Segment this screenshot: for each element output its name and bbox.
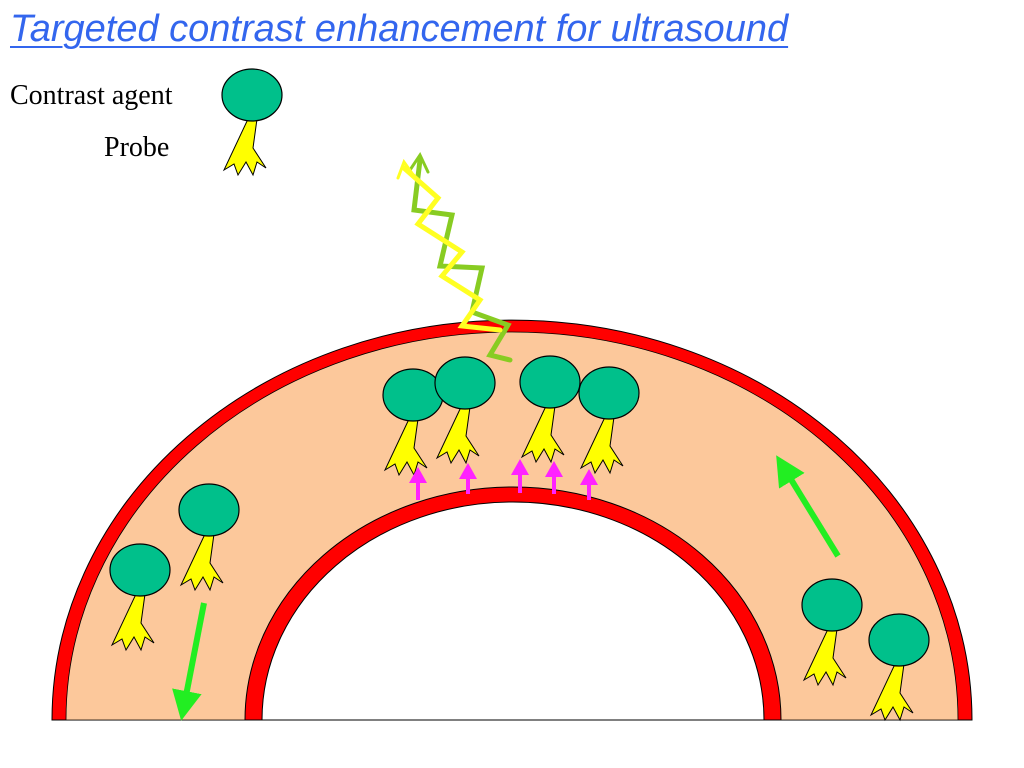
echo-wave-yellow — [401, 165, 503, 333]
binding-arrow-icon — [409, 467, 427, 500]
flow-arrow-up-icon — [776, 455, 841, 558]
flow-arrow-down-icon — [172, 602, 207, 721]
binding-arrow-icon — [580, 469, 598, 500]
legend-contrast-agent-icon — [221, 68, 283, 176]
echo-wave-yellow-head — [396, 158, 416, 180]
binding-arrow-icon — [511, 459, 529, 493]
binding-arrow-icon — [545, 461, 563, 494]
binding-arrow-icon — [459, 463, 477, 494]
legend-contrast-agent-label: Contrast agent — [10, 80, 173, 111]
slide-title: Targeted contrast enhancement for ultras… — [10, 8, 789, 50]
binding-arrows-group — [409, 459, 598, 500]
legend-probe-label: Probe — [104, 132, 170, 163]
vessel-inner-space — [261, 501, 765, 721]
echo-wave-green-head — [408, 151, 430, 174]
ultrasound-echo-wave-icon — [396, 151, 513, 363]
